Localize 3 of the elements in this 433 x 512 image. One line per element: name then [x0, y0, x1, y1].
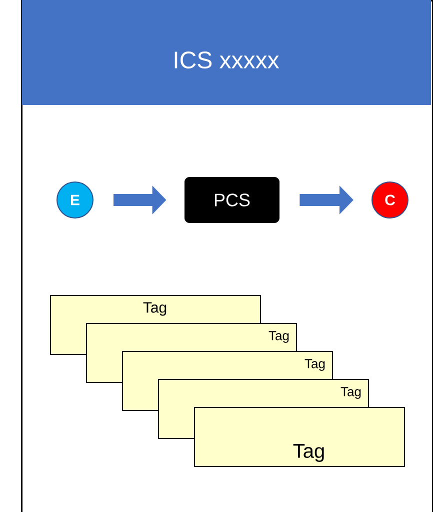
tag-card: Tag [194, 407, 405, 467]
process-box: PCS [184, 177, 280, 223]
header-band: ICS xxxxx [22, 0, 431, 105]
